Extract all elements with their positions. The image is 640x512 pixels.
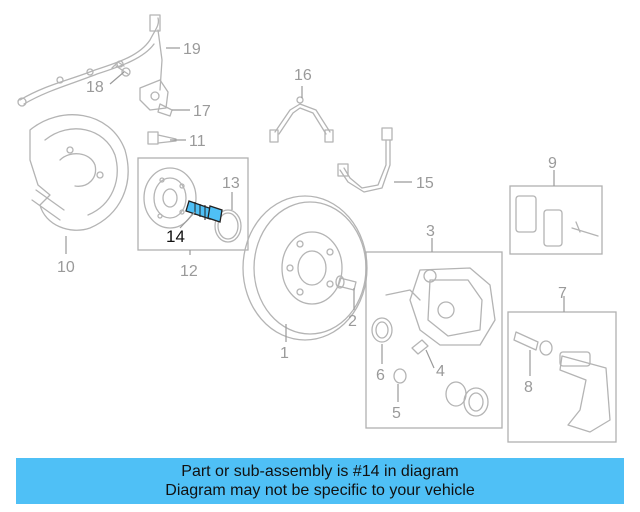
brake-line-15 — [337, 127, 393, 193]
callout-16: 16 — [294, 67, 312, 84]
callout-7: 7 — [558, 285, 567, 302]
brake-pads — [515, 195, 599, 247]
screw-2 — [335, 275, 357, 291]
brake-pads-box — [509, 185, 603, 255]
bleeder-4 — [411, 339, 429, 355]
caliper-box — [365, 251, 503, 429]
abs-sensor-wire — [17, 14, 163, 107]
callout-9: 9 — [548, 155, 557, 172]
piston-seal — [445, 381, 489, 417]
callout-10: 10 — [57, 259, 75, 276]
backing-plate — [29, 114, 129, 231]
sensor-bracket — [139, 79, 169, 111]
banner-line-1: Part or sub-assembly is #14 in diagram — [181, 463, 459, 480]
dust-cap — [214, 209, 242, 243]
callout-19: 19 — [183, 41, 201, 58]
parts-diagram: 19 18 17 11 10 12 13 14 16 15 1 2 3 4 5 … — [17, 14, 617, 443]
callout-4: 4 — [436, 363, 445, 380]
leader-lines — [65, 47, 565, 402]
callout-11: 11 — [189, 133, 206, 150]
callout-18: 18 — [86, 79, 104, 96]
hub-assembly-box — [137, 157, 249, 251]
callout-17: 17 — [193, 103, 211, 120]
guide-pins-8 — [513, 331, 553, 356]
bracket-bolt-17 — [157, 103, 173, 117]
brake-caliper — [385, 267, 496, 346]
sensor-bolt — [111, 61, 131, 77]
callout-12: 12 — [180, 263, 198, 280]
caliper-bracket — [559, 351, 611, 433]
callout-6: 6 — [376, 367, 385, 384]
brake-hose-16 — [269, 96, 334, 143]
caliper-clip-6 — [371, 317, 393, 343]
callout-3: 3 — [426, 223, 435, 240]
callout-1: 1 — [280, 345, 289, 362]
callout-13: 13 — [222, 175, 240, 192]
cap-5 — [393, 368, 407, 384]
callout-14: 14 — [166, 227, 185, 246]
wheel-hub — [143, 167, 197, 229]
caliper-bracket-box — [507, 311, 617, 443]
callout-5: 5 — [392, 405, 401, 422]
hub-bolt-highlighted — [185, 200, 223, 223]
info-banner: Part or sub-assembly is #14 in diagram D… — [16, 458, 624, 504]
bolt-11 — [147, 131, 177, 145]
callout-8: 8 — [524, 379, 533, 396]
callout-15: 15 — [416, 175, 434, 192]
callout-2: 2 — [348, 313, 357, 330]
banner-line-2: Diagram may not be specific to your vehi… — [165, 482, 475, 499]
